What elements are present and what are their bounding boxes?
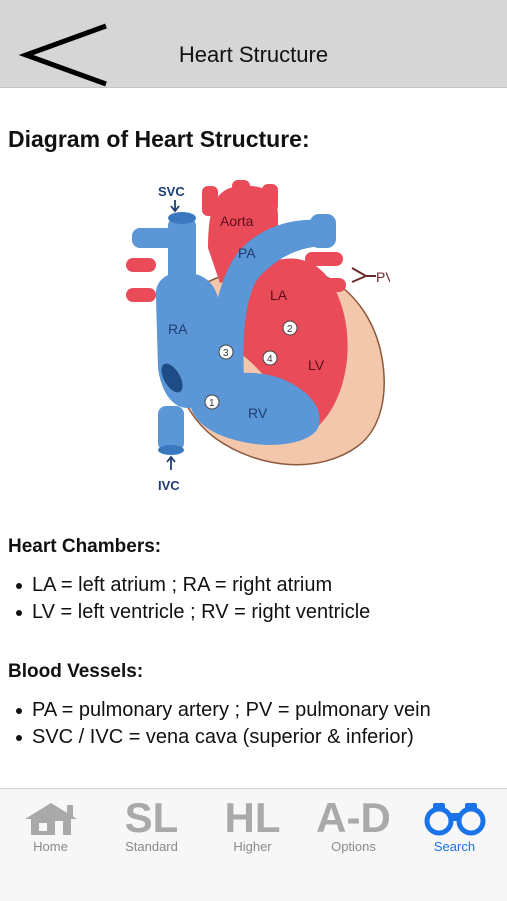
hl-icon: HL [224, 794, 281, 841]
pv-vessel-1 [305, 252, 343, 266]
label-rv: RV [248, 405, 268, 421]
valve-3: 3 [218, 344, 234, 360]
list-item: SVC / IVC = vena cava (superior & inferi… [10, 724, 431, 751]
label-aorta: Aorta [220, 213, 254, 229]
label-pv: PV [376, 269, 390, 285]
svg-text:2: 2 [287, 324, 293, 335]
nav-bar: Heart Structure [0, 0, 507, 88]
tab-label: Options [331, 839, 376, 854]
label-ivc: IVC [158, 478, 180, 493]
arrow-pv [351, 267, 376, 283]
tab-higher[interactable]: HL Higher [202, 789, 303, 901]
label-pa: PA [238, 245, 256, 261]
svc-opening [168, 212, 196, 224]
chambers-heading: Heart Chambers: [8, 536, 162, 557]
svg-text:1: 1 [209, 398, 215, 409]
list-item: LV = left ventricle ; RV = right ventric… [10, 599, 370, 626]
house-icon [0, 797, 101, 843]
list-item: PA = pulmonary artery ; PV = pulmonary v… [10, 697, 431, 724]
content-area: Diagram of Heart Structure: SVC Aorta PA [0, 88, 507, 786]
diagram-heading: Diagram of Heart Structure: [8, 126, 310, 152]
tab-options[interactable]: A-D Options [303, 789, 404, 901]
tab-bar: Home SL Standard HL Higher A-D Options S… [0, 788, 507, 901]
arrow-ivc [166, 455, 176, 470]
arrow-svc [170, 200, 180, 213]
pulmonary-artery [209, 219, 328, 378]
label-la: LA [270, 287, 288, 303]
aorta-branch-2 [232, 180, 250, 204]
tab-home[interactable]: Home [0, 789, 101, 901]
back-button[interactable] [18, 22, 114, 92]
ivc-vessel [158, 406, 184, 451]
pv-vessel-4 [126, 288, 156, 302]
valve-2: 2 [282, 320, 298, 336]
ivc-opening [158, 445, 184, 455]
page-title: Heart Structure [178, 42, 329, 67]
svc-branch [132, 228, 176, 248]
chambers-list: LA = left atrium ; RA = right atrium LV … [10, 572, 370, 626]
vessels-list: PA = pulmonary artery ; PV = pulmonary v… [10, 697, 431, 751]
tab-search[interactable]: Search [404, 789, 505, 901]
label-lv: LV [308, 357, 325, 373]
heart-diagram: SVC Aorta PA PV LA RA LV RV IVC 1 2 3 4 [126, 180, 390, 493]
label-ra: RA [168, 321, 188, 337]
chevron-left-icon [18, 23, 107, 87]
binoculars-icon [404, 797, 505, 843]
list-item: LA = left atrium ; RA = right atrium [10, 572, 370, 599]
pv-vessel-3 [126, 258, 156, 272]
tab-label: Home [33, 839, 68, 854]
tab-label: Search [433, 839, 476, 854]
svg-text:3: 3 [223, 348, 229, 359]
tab-label: Higher [233, 839, 272, 854]
right-ventricle [189, 372, 320, 445]
valve-1: 1 [204, 394, 220, 410]
svg-text:4: 4 [267, 354, 273, 365]
left-heart [240, 258, 348, 436]
sl-icon: SL [124, 794, 179, 841]
ra-opening [161, 363, 183, 393]
aorta-branch-3 [262, 184, 278, 212]
valve-4: 4 [262, 350, 278, 366]
vessels-heading: Blood Vessels: [8, 661, 144, 682]
label-svc: SVC [158, 184, 185, 199]
pa-branch [310, 214, 336, 248]
tab-standard[interactable]: SL Standard [101, 789, 202, 901]
ad-icon: A-D [316, 794, 391, 841]
aorta-branch-1 [202, 186, 218, 216]
tab-label: Standard [125, 839, 178, 854]
